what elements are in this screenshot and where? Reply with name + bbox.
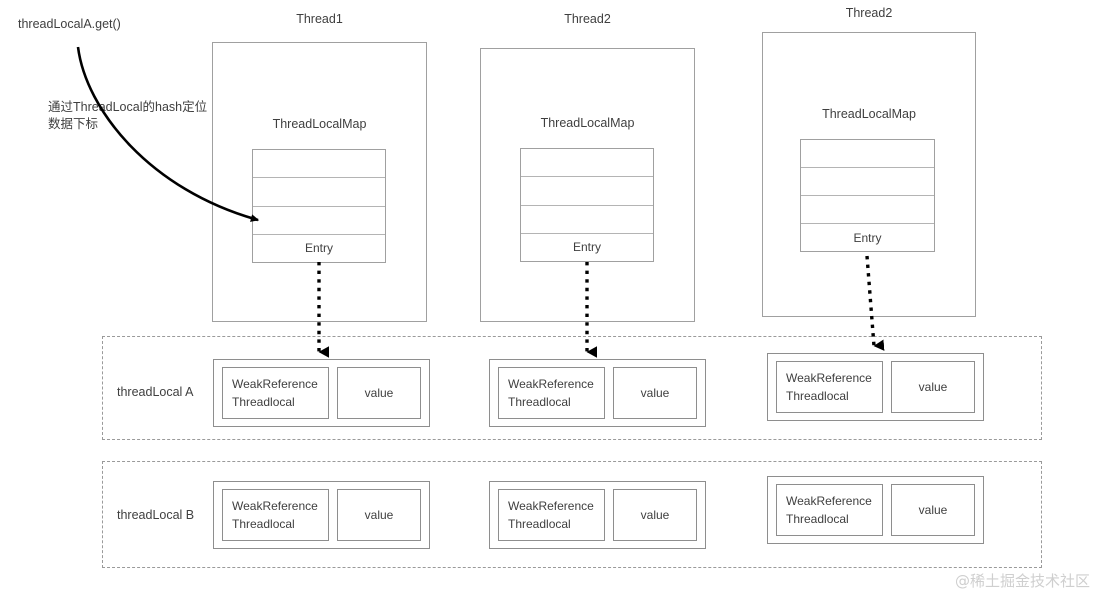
value-cell: value (613, 489, 697, 541)
entry-table-row (521, 206, 653, 234)
weakreference-line2: Threadlocal (786, 389, 849, 403)
entry-table-row-entry: Entry (853, 230, 882, 245)
value-cell: value (613, 367, 697, 419)
weakreference-line1: WeakReference (786, 371, 872, 385)
weakreference-cell: WeakReference Threadlocal (498, 489, 605, 541)
entry-table-row (521, 177, 653, 206)
weakreference-cell: WeakReference Threadlocal (498, 367, 605, 419)
weakreference-cell: WeakReference Threadlocal (776, 484, 883, 536)
entry-table-row (253, 178, 385, 207)
entry-table-3: Entry (800, 139, 935, 252)
weakreference-line1: WeakReference (508, 499, 594, 513)
entry-pair-a-3: WeakReference Threadlocal value (767, 353, 984, 421)
entry-pair-b-3: WeakReference Threadlocal value (767, 476, 984, 544)
value-cell: value (891, 361, 975, 413)
entry-table-2: Entry (520, 148, 654, 262)
entry-table-row (253, 150, 385, 179)
entry-table-row (521, 149, 653, 178)
weakreference-cell: WeakReference Threadlocal (222, 489, 329, 541)
entry-pair-a-1: WeakReference Threadlocal value (213, 359, 430, 427)
weakreference-line2: Threadlocal (508, 517, 571, 531)
weakreference-cell: WeakReference Threadlocal (776, 361, 883, 413)
entry-pair-b-2: WeakReference Threadlocal value (489, 481, 706, 549)
entry-pair-a-2: WeakReference Threadlocal value (489, 359, 706, 427)
value-cell: value (337, 489, 421, 541)
entry-table-1: Entry (252, 149, 386, 263)
value-cell: value (337, 367, 421, 419)
weakreference-line2: Threadlocal (508, 395, 571, 409)
threadlocalmap-label-1: ThreadLocalMap (272, 117, 367, 131)
thread-title-3: Thread2 (845, 6, 893, 20)
thread-box-3: ThreadLocalMap Entry (762, 32, 976, 317)
group-a-label: threadLocal A (117, 385, 194, 399)
value-cell: value (891, 484, 975, 536)
threadlocalmap-label-2: ThreadLocalMap (540, 116, 635, 130)
weakreference-cell: WeakReference Threadlocal (222, 367, 329, 419)
entry-table-row (801, 140, 934, 168)
entry-table-row (253, 207, 385, 235)
hash-lookup-note: 通过ThreadLocal的hash定位数据下标 (48, 100, 208, 131)
threadlocal-group-b: threadLocal B WeakReference Threadlocal … (102, 461, 1042, 568)
entry-table-row-entry: Entry (304, 241, 333, 256)
watermark: @稀土掘金技术社区 (954, 572, 1090, 590)
weakreference-line1: WeakReference (232, 377, 318, 391)
threadlocalmap-label-3: ThreadLocalMap (822, 107, 916, 121)
thread-title-1: Thread1 (296, 12, 343, 26)
weakreference-line2: Threadlocal (232, 395, 295, 409)
weakreference-line1: WeakReference (786, 494, 872, 508)
weakreference-line2: Threadlocal (786, 512, 849, 526)
thread-title-2: Thread2 (564, 12, 611, 26)
weakreference-line1: WeakReference (232, 499, 318, 513)
threadlocal-get-call-label: threadLocalA.get() (18, 17, 121, 31)
entry-table-row (801, 196, 934, 224)
entry-table-row (801, 168, 934, 196)
entry-table-row-entry: Entry (572, 240, 601, 255)
weakreference-line2: Threadlocal (232, 517, 295, 531)
weakreference-line1: WeakReference (508, 377, 594, 391)
group-b-label: threadLocal B (117, 508, 195, 522)
thread-box-2: ThreadLocalMap Entry (480, 48, 695, 322)
threadlocal-group-a: threadLocal A WeakReference Threadlocal … (102, 336, 1042, 440)
thread-box-1: ThreadLocalMap Entry (212, 42, 427, 322)
entry-pair-b-1: WeakReference Threadlocal value (213, 481, 430, 549)
